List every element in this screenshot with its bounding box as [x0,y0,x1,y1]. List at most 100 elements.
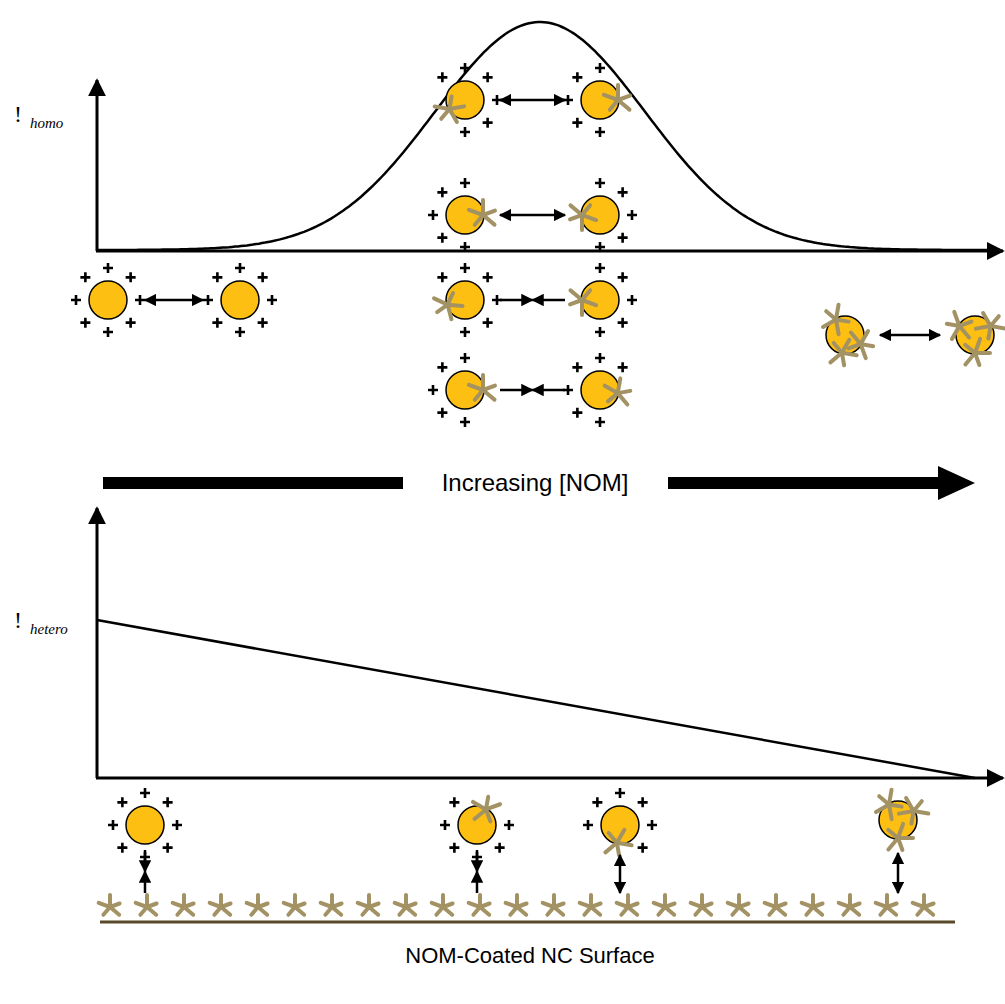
charge-plus [103,263,113,273]
charge-plus [595,127,605,137]
nom-strand [876,903,887,907]
nanoparticle [581,371,619,409]
nanoparticle [581,196,619,234]
nom-strand [475,807,486,822]
nom-molecule [469,375,495,400]
x-axis [96,777,1003,780]
charge-plus [583,820,593,830]
nom-strand [913,903,924,907]
charge-plus [428,210,438,220]
repulsion-arrow [145,299,203,302]
nom-strand [571,205,583,215]
nom-strand [543,903,554,907]
nom-strand [914,805,929,819]
repulsion-arrow [880,334,940,337]
charge-plus [437,272,447,282]
nanoparticle [581,281,619,319]
charge-plus [460,353,470,363]
charge-plus [595,353,605,363]
nom-molecule [817,304,852,339]
charge-plus [108,820,118,830]
charge-plus [618,272,628,282]
charge-plus [140,788,150,798]
nom-strand [899,807,914,818]
y-axis [96,80,99,251]
nom-strand [728,903,739,907]
charge-plus [647,820,657,830]
charge-plus [437,233,447,243]
nom-molecule [434,93,469,128]
nom-strand [765,903,776,907]
nom-molecule [466,792,501,827]
surface-label: NOM-Coated NC Surface [405,945,654,967]
nom-molecule [570,290,596,315]
axis-subscript: homo [30,116,63,131]
charge-plus [460,263,470,273]
repulsion-arrow [619,855,622,893]
axis-symbol: ! [14,608,22,632]
charge-plus [460,178,470,188]
charge-plus [460,127,470,137]
nanoparticle [126,806,164,844]
charge-plus [428,385,438,395]
attraction-arrow [144,872,147,894]
nom-strand [136,903,147,907]
nom-molecule [839,895,860,915]
repulsion-arrow [500,214,565,217]
nom-strand [449,102,464,113]
nom-molecule [469,200,495,225]
nom-molecule [913,895,934,915]
charge-plus [595,242,605,252]
charge-plus [235,263,245,273]
charge-plus [449,843,459,853]
nom-molecule [247,895,268,915]
nom-molecule [971,307,1005,342]
nom-strand [448,301,463,310]
charge-plus [437,72,447,82]
nom-strand [247,903,258,907]
charge-plus [449,797,459,807]
nom-molecule [506,895,527,915]
nanoparticle [446,196,484,234]
charge-plus [172,820,182,830]
charge-plus [595,63,605,73]
charge-plus [618,187,628,197]
charge-plus [163,843,173,853]
charge-plus [71,295,81,305]
surface-line [100,921,955,924]
nom-strand [483,390,495,400]
nanoparticle [446,281,484,319]
charge-plus [135,295,145,305]
attraction-arrow [500,389,533,392]
nom-molecule [432,895,453,915]
charge-plus [258,318,268,328]
charge-plus [235,327,245,337]
nom-strand [832,319,843,334]
nom-strand [99,903,110,907]
nom-strand [839,903,850,907]
charge-plus [163,797,173,807]
bell-curve [97,22,1000,250]
charge-plus [595,327,605,337]
nanoparticle [89,281,127,319]
charge-plus [495,843,505,853]
nom-strand [284,903,295,907]
nom-strand [991,320,1005,334]
attraction-arrow [476,872,479,894]
nom-strand [691,903,702,907]
nom-molecule [617,895,638,915]
nom-strand [210,903,221,907]
charge-plus [592,797,602,807]
charge-plus [212,318,222,328]
nom-strand [842,339,849,354]
nom-strand [957,326,972,337]
nom-strand [469,903,480,907]
arrow-bar [668,477,940,489]
nom-strand [604,386,619,393]
nom-molecule [830,337,859,367]
nom-strand [321,903,332,907]
charge-plus [627,295,637,305]
nom-strand [952,326,960,339]
charge-plus [103,327,113,337]
